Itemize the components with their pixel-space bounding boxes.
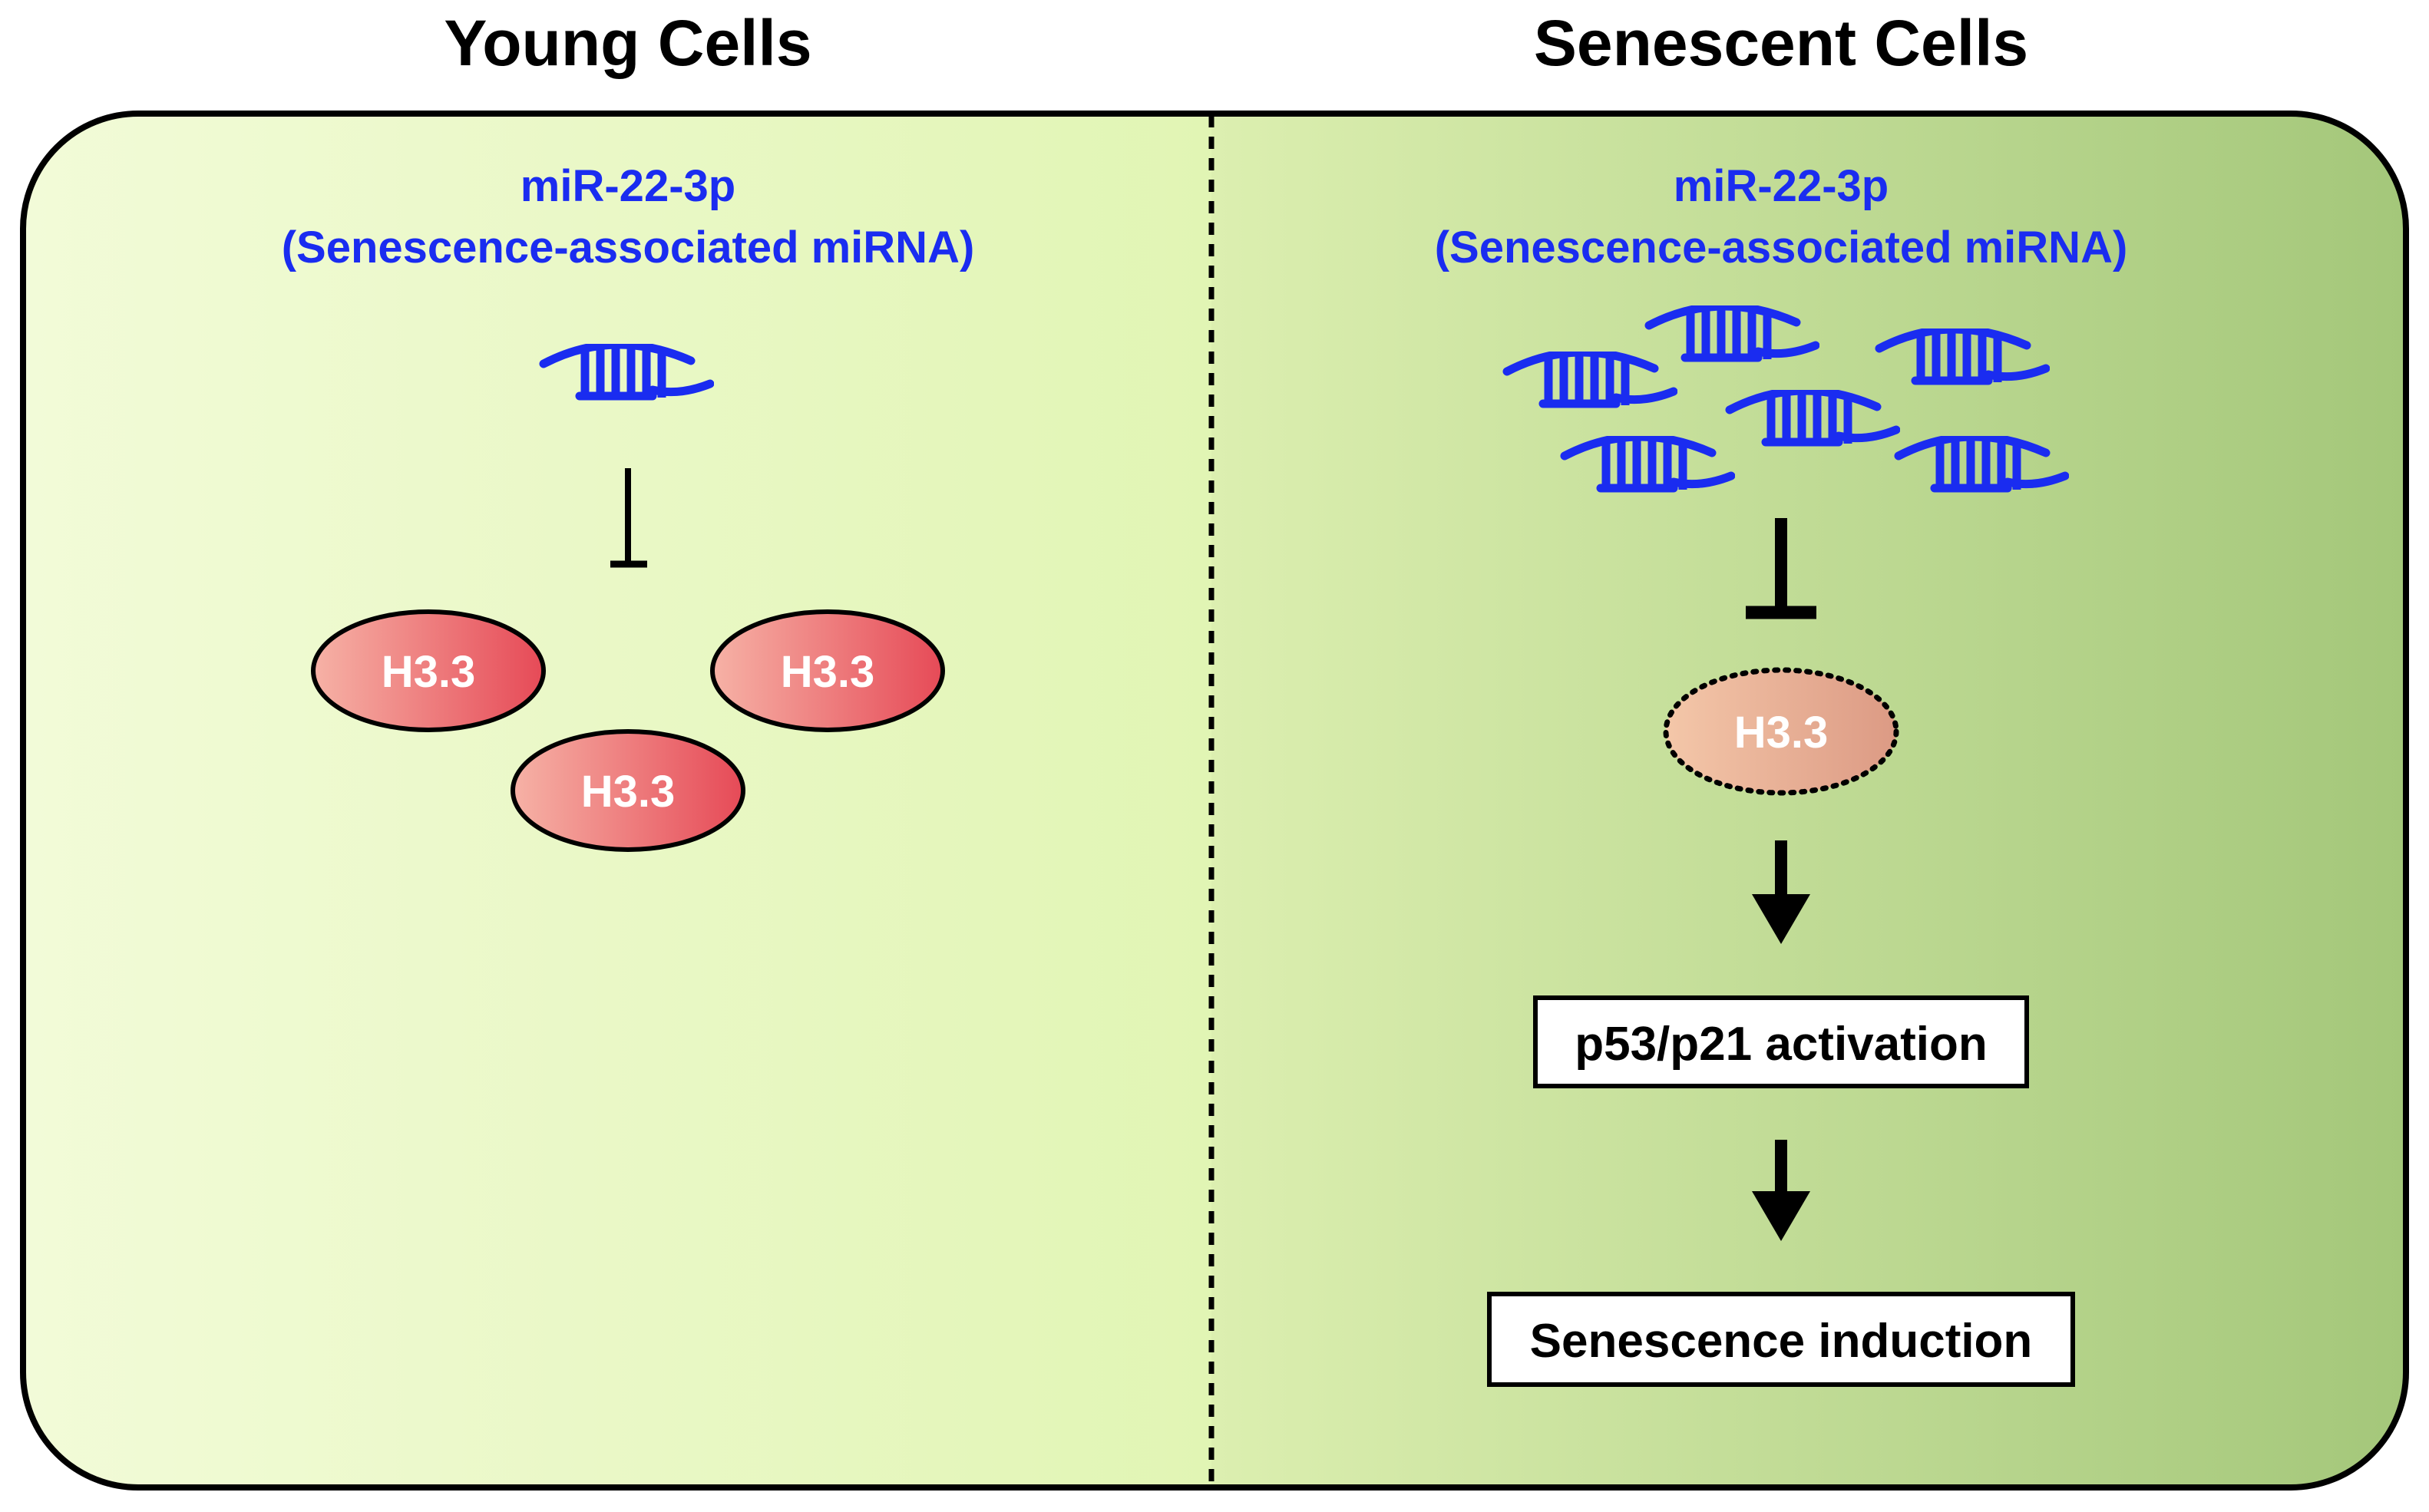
h33-label: H3.3: [581, 767, 676, 817]
cell-outline: [20, 111, 2409, 1491]
h33-label: H3.3: [382, 647, 476, 697]
senescence-induction-box: Senescence induction: [1487, 1292, 2075, 1387]
young-cells-heading: Young Cells: [444, 7, 811, 79]
senescent-cells-heading: Senescent Cells: [1534, 7, 2028, 79]
senescent-mirna-name: miR-22-3p: [1674, 161, 1889, 211]
h33-protein: H3.3: [311, 609, 546, 732]
p53-p21-activation-label: p53/p21 activation: [1575, 1018, 1988, 1071]
down-arrow-icon: [1752, 840, 1810, 944]
senescence-induction-label: Senescence induction: [1530, 1315, 2033, 1368]
h33-label: H3.3: [781, 647, 875, 697]
inhibition-bar-icon: [610, 468, 647, 568]
young-mirna-name: miR-22-3p: [520, 161, 735, 211]
h33-protein: H3.3: [511, 729, 745, 852]
young-mirna-description: (Senescence-associated miRNA): [282, 223, 975, 272]
senescent-mirna-description: (Senescence-associated miRNA): [1435, 223, 2128, 272]
cell-body: [23, 114, 2406, 1487]
h33-label: H3.3: [1734, 708, 1829, 758]
inhibition-bar-icon: [1746, 518, 1816, 619]
h33-protein-reduced: H3.3: [1663, 667, 1899, 796]
p53-p21-activation-box: p53/p21 activation: [1533, 995, 2029, 1088]
h33-protein: H3.3: [710, 609, 945, 732]
senescent-cell-panel: [1211, 114, 2406, 1487]
down-arrow-icon: [1752, 1140, 1810, 1241]
